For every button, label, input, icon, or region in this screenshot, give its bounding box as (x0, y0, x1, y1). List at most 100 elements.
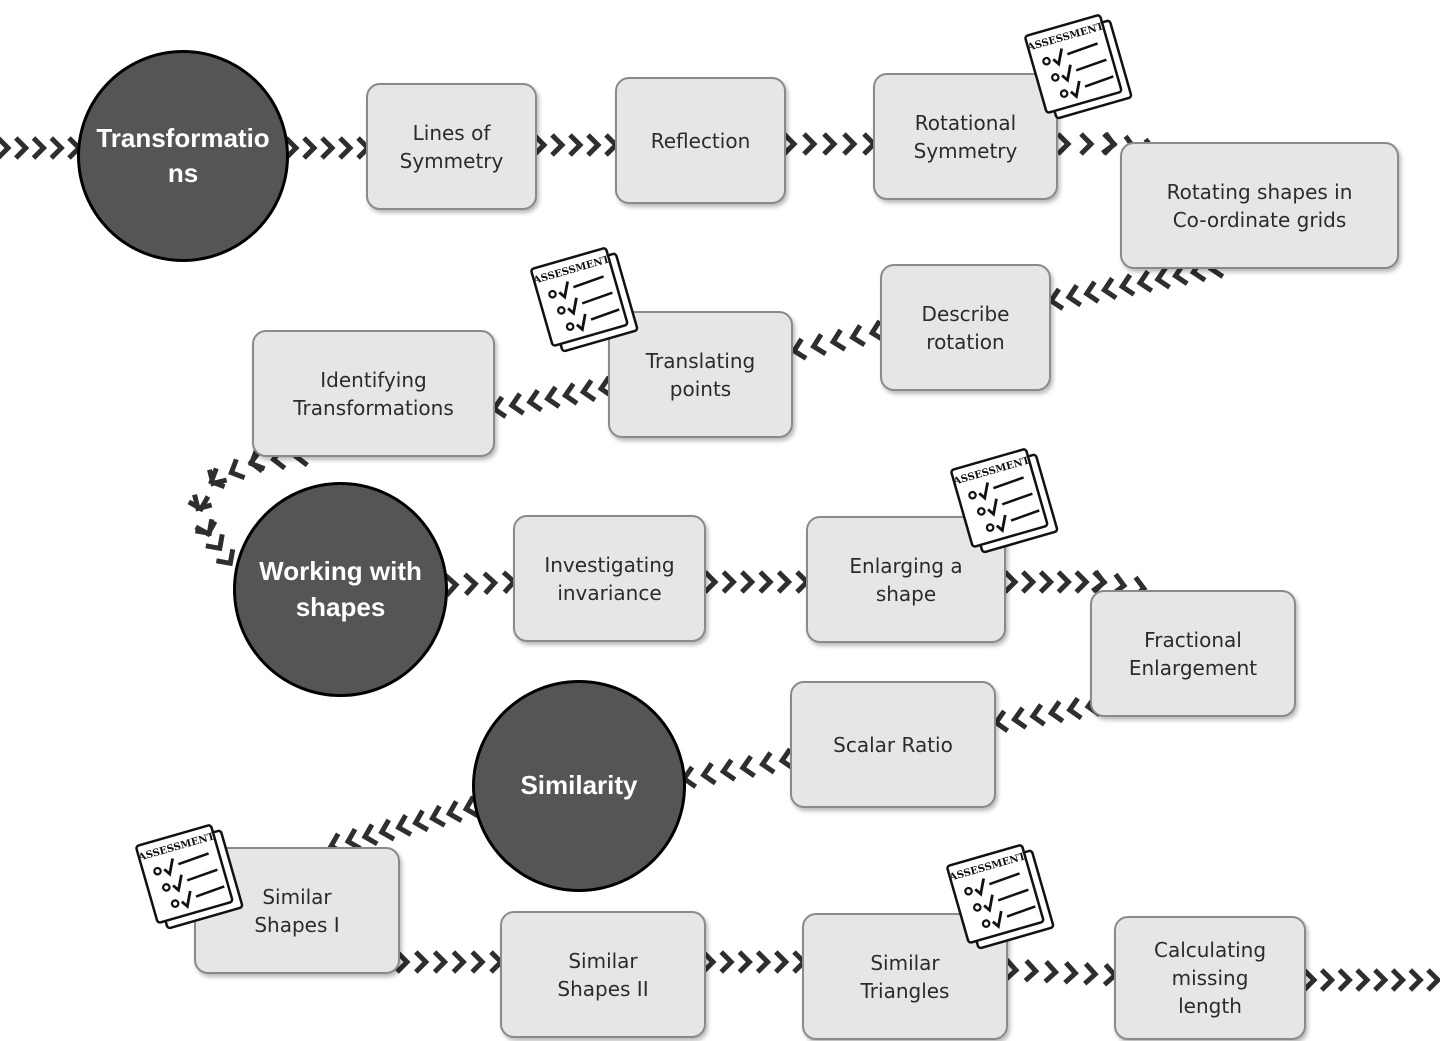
chevron-arrow (1023, 959, 1040, 983)
chevron-arrow (49, 136, 65, 160)
chevron-arrow (187, 495, 211, 513)
chevron-arrow (445, 800, 463, 823)
assessment-checklist-icon: ASSESSMENT (528, 243, 646, 361)
chevron-arrow (470, 950, 486, 974)
assessment-checklist-icon: ASSESSMENT (948, 444, 1066, 562)
step-rotational-symmetry[interactable]: Rotational Symmetry (873, 73, 1058, 200)
chevron-arrow (532, 133, 548, 157)
chevron-arrow (248, 449, 266, 471)
chevron-arrow (207, 469, 228, 487)
chevron-arrow (443, 573, 460, 597)
chevron-arrow (1373, 968, 1389, 992)
chevron-arrow (719, 950, 735, 974)
chevron-arrow (378, 818, 396, 842)
chevron-arrow (1038, 570, 1055, 594)
chevron-arrow (778, 747, 796, 771)
chevron-arrow (1043, 960, 1060, 984)
chevron-arrow (719, 758, 737, 782)
chevron-arrow (1056, 132, 1072, 156)
chevron-arrow (228, 458, 246, 480)
hub-working-with-shapes[interactable]: Working with shapes (233, 482, 448, 697)
chevron-arrow (1056, 570, 1072, 594)
chevron-arrow (1074, 570, 1090, 594)
chevron-arrow (568, 133, 584, 157)
chevron-arrow (1083, 280, 1100, 304)
chevron-arrow (1101, 131, 1118, 156)
chevron-arrow (703, 570, 719, 594)
chevron-arrow (412, 809, 430, 833)
chevron-arrow (1003, 570, 1019, 594)
chevron-arrow (432, 950, 449, 974)
chevron-arrow (31, 136, 48, 160)
chevron-arrow (526, 388, 543, 413)
chevron-arrow (579, 378, 597, 403)
chevron-arrow (842, 132, 858, 156)
step-translating-points[interactable]: Translating points (608, 311, 793, 438)
chevron-arrow (829, 328, 847, 352)
chevron-arrow (1010, 706, 1028, 730)
hub-similarity[interactable]: Similarity (472, 680, 686, 892)
step-rotating-shapes[interactable]: Rotating shapes in Co-ordinate grids (1120, 142, 1399, 269)
chevron-arrow (802, 132, 818, 156)
chevron-arrow (755, 950, 772, 974)
chevron-arrow (205, 533, 225, 552)
chevron-arrow (1302, 968, 1318, 992)
chevron-arrow (1029, 703, 1046, 727)
chevron-arrow (774, 950, 790, 974)
step-similar-shapes-2[interactable]: Similar Shapes II (500, 911, 706, 1038)
chevron-arrow (462, 795, 480, 819)
chevron-arrow (14, 136, 30, 160)
chevron-arrow (215, 548, 236, 567)
chevron-arrow (482, 571, 499, 595)
chevron-arrow (429, 804, 446, 828)
hub-transformations[interactable]: Transformatio ns (77, 50, 289, 262)
chevron-arrow (1426, 968, 1440, 992)
chevron-arrow (1021, 570, 1037, 594)
chevron-arrow (1079, 132, 1095, 156)
step-reflection[interactable]: Reflection (615, 77, 786, 204)
chevron-arrow (810, 333, 827, 357)
chevron-arrow (414, 950, 430, 974)
chevron-arrow (1066, 696, 1083, 721)
chevron-arrow (463, 572, 479, 596)
chevron-arrow (320, 136, 336, 160)
chevron-arrow (700, 762, 717, 786)
assessment-checklist-icon: ASSESSMENT (133, 820, 251, 938)
step-identifying-transformations[interactable]: Identifying Transformations (252, 330, 495, 457)
chevron-arrow (1091, 569, 1108, 594)
chevron-arrow (302, 136, 318, 160)
chevron-arrow (1408, 968, 1424, 992)
chevron-arrow (561, 382, 579, 406)
chevron-arrow (0, 136, 12, 160)
chevron-arrow (782, 132, 798, 156)
chevron-arrow (1337, 968, 1353, 992)
chevron-arrow (790, 337, 808, 361)
step-lines-of-symmetry[interactable]: Lines of Symmetry (366, 83, 537, 210)
chevron-arrow (344, 827, 362, 851)
chevron-arrow (1100, 276, 1118, 301)
step-calculating-missing-length[interactable]: Calculating missing length (1114, 916, 1306, 1040)
chevron-arrow (739, 754, 756, 779)
chevron-arrow (776, 570, 793, 594)
chevron-arrow (1047, 700, 1065, 724)
chevron-arrow (1003, 958, 1020, 982)
step-describe-rotation[interactable]: Describe rotation (880, 264, 1051, 391)
chevron-arrow (451, 950, 467, 974)
chevron-arrow (1083, 962, 1099, 986)
chevron-arrow (721, 570, 737, 594)
chevron-arrow (586, 133, 602, 157)
step-fractional-enlargement[interactable]: Fractional Enlargement (1090, 590, 1296, 717)
chevron-arrow (992, 709, 1010, 733)
chevron-arrow (1154, 266, 1171, 290)
step-investigating-invariance[interactable]: Investigating invariance (513, 515, 706, 642)
chevron-arrow (1118, 273, 1136, 297)
chevron-arrow (395, 814, 413, 837)
step-similar-triangles[interactable]: Similar Triangles (802, 913, 1008, 1040)
chevron-arrow (822, 132, 838, 156)
chevron-arrow (284, 136, 300, 160)
chevron-arrow (508, 392, 525, 416)
chevron-arrow (737, 950, 753, 974)
chevron-arrow (740, 570, 756, 594)
step-scalar-ratio[interactable]: Scalar Ratio (790, 681, 996, 808)
